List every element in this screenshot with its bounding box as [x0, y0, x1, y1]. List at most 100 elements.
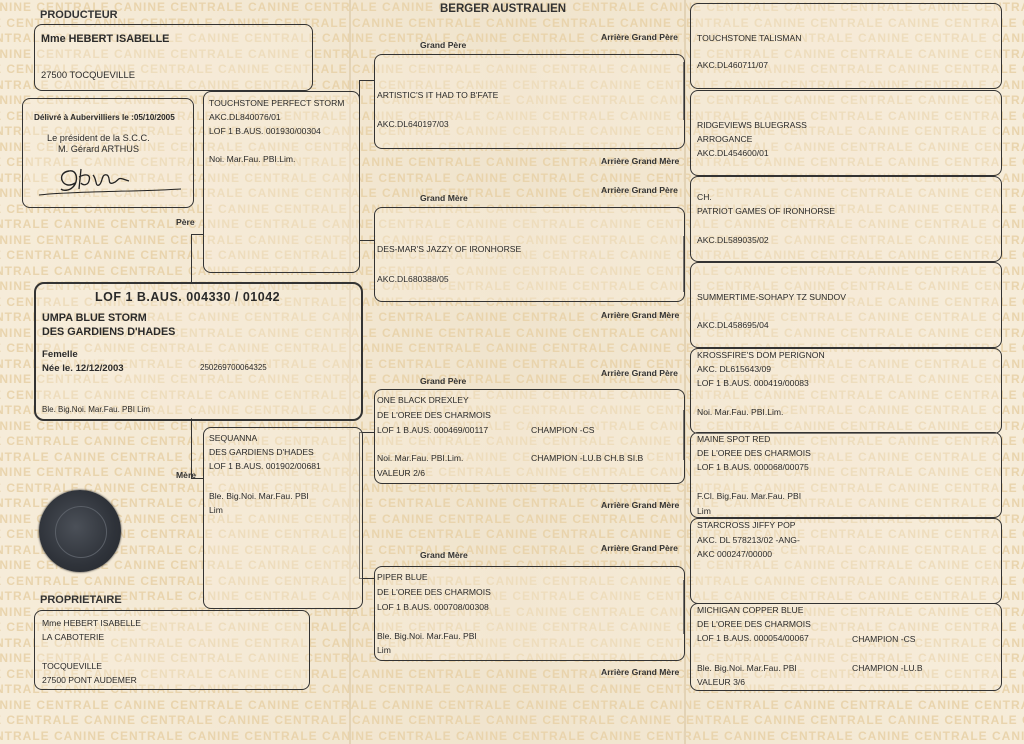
producer-address: 27500 TOCQUEVILLE [41, 69, 135, 80]
ggen-8-title2: CHAMPION -LU.B [852, 663, 923, 673]
owner-box: Mme HEBERT ISABELLE LA CABOTERIE TOCQUEV… [34, 610, 310, 690]
dam-reg: LOF 1 B.AUS. 001902/00681 [209, 461, 321, 471]
ggen-4-name: SUMMERTIME-SOHAPY TZ SUNDOV [697, 292, 846, 302]
owner-line2: LA CABOTERIE [42, 632, 105, 642]
owner-line1: Mme HEBERT ISABELLE [42, 618, 142, 628]
dog-birth: Née le. 12/12/2003 [42, 363, 124, 374]
grandmother-label: Grand Mère [420, 193, 468, 203]
watermark-row: CANINE CENTRALE CANINE CENTRALE CANINE C… [0, 713, 1024, 727]
ggen-5-color: Noi. Mar.Fau. PBI.Lim. [697, 407, 784, 417]
ggen-8-title1: CHAMPION -CS [852, 634, 916, 644]
ggm-label: Arrière Grand Mère [601, 310, 680, 320]
ggen-1-name: TOUCHSTONE TALISMAN [697, 33, 802, 43]
fold-line [349, 0, 351, 744]
producer-heading: PRODUCTEUR [40, 9, 118, 21]
connector [191, 234, 193, 282]
ggf-label: Arrière Grand Père [601, 543, 678, 553]
ggen-8-reg: LOF 1 B.AUS. 000054/00067 [697, 633, 809, 643]
issue-date: Délivré à Aubervilliers le :05/10/2005 [34, 113, 175, 122]
dam-sire-title2: CHAMPION -LU.B CH.B SI.B [531, 453, 644, 463]
ggen-box-8: MICHIGAN COPPER BLUE DE L'OREE DES CHARM… [690, 603, 1002, 691]
dam-sire-color: Noi. Mar.Fau. PBI.Lim. [377, 453, 464, 463]
ggen-8-name-line1: MICHIGAN COPPER BLUE [697, 605, 804, 615]
dam-sire-value: VALEUR 2/6 [377, 468, 426, 478]
ggen-6-name-line1: MAINE SPOT RED [697, 434, 771, 444]
connector [191, 418, 193, 478]
ggen-3-title: CH. [697, 192, 712, 202]
owner-line4: 27500 PONT AUDEMER [42, 675, 137, 685]
producer-name: Mme HEBERT ISABELLE [41, 33, 170, 45]
connector [359, 240, 374, 242]
dog-registration: LOF 1 B.AUS. 004330 / 01042 [95, 290, 281, 304]
ggen-box-6: MAINE SPOT RED DE L'OREE DES CHARMOIS LO… [690, 432, 1002, 518]
connector [683, 236, 685, 292]
dog-color: Ble. Big.Noi. Mar.Fau. PBI Lim [42, 405, 151, 414]
connector [191, 234, 203, 236]
ggf-label: Arrière Grand Père [601, 185, 678, 195]
ggen-5-reg-akc: AKC. DL615643/09 [697, 364, 772, 374]
dam-box: SEQUANNA DES GARDIENS D'HADES LOF 1 B.AU… [203, 427, 363, 609]
dam-sire-name-line2: DE L'OREE DES CHARMOIS [377, 410, 491, 420]
ggen-6-name-line2: DE L'OREE DES CHARMOIS [697, 448, 811, 458]
dam-dam-name-line1: PIPER BLUE [377, 572, 428, 582]
grandmother-label: Grand Mère [420, 550, 468, 560]
sire-sire-reg: AKC.DL640197/03 [377, 119, 449, 129]
ggen-5-name: KROSSFIRE'S DOM PERIGNON [697, 350, 825, 360]
dam-dam-box: PIPER BLUE DE L'OREE DES CHARMOIS LOF 1 … [374, 566, 685, 661]
dam-color-line1: Ble. Big.Noi. Mar.Fau. PBI [209, 491, 309, 501]
ggen-7-reg-akc2: AKC 000247/00000 [697, 549, 773, 559]
dam-sire-name-line1: ONE BLACK DREXLEY [377, 395, 469, 405]
ggen-box-3: CH. PATRIOT GAMES OF IRONHORSE AKC.DL589… [690, 176, 1002, 262]
ggf-label: Arrière Grand Père [601, 32, 678, 42]
ggen-8-value: VALEUR 3/6 [697, 677, 746, 687]
ggen-box-1: TOUCHSTONE TALISMAN AKC.DL460711/07 [690, 3, 1002, 89]
owner-line3: TOCQUEVILLE [42, 661, 103, 671]
dam-sire-box: ONE BLACK DREXLEY DE L'OREE DES CHARMOIS… [374, 389, 685, 484]
sire-box: TOUCHSTONE PERFECT STORM AKC.DL840076/01… [203, 91, 360, 273]
dog-chip: 250269700064325 [200, 363, 267, 372]
ggen-2-reg: AKC.DL454600/01 [697, 148, 769, 158]
ggen-box-5: KROSSFIRE'S DOM PERIGNON AKC. DL615643/0… [690, 348, 1002, 434]
dog-box: LOF 1 B.AUS. 004330 / 01042 UMPA BLUE ST… [34, 282, 363, 421]
connector [683, 410, 685, 460]
dam-sire-reg: LOF 1 B.AUS. 000469/00117 [377, 425, 489, 435]
ggen-3-reg: AKC.DL589035/02 [697, 235, 769, 245]
watermark-row: CANINE CENTRALE CANINE CENTRALE CANINE C… [0, 697, 1024, 712]
ggen-2-name-line2: ARROGANCE [697, 134, 753, 144]
ggm-label: Arrière Grand Mère [601, 500, 680, 510]
sire-color: Noi. Mar.Fau. PBI.Lim. [209, 154, 296, 164]
ggen-5-reg-lof: LOF 1 B.AUS. 000419/00083 [697, 378, 809, 388]
dam-name-line1: SEQUANNA [209, 433, 258, 443]
connector [683, 62, 685, 120]
ggen-8-name-line2: DE L'OREE DES CHARMOIS [697, 619, 811, 629]
sire-sire-name: ARTISTIC'S IT HAD TO B'FATE [377, 90, 499, 100]
dam-dam-color-line2: Lim [377, 645, 391, 655]
ggen-3-name: PATRIOT GAMES OF IRONHORSE [697, 206, 835, 216]
president-name: M. Gérard ARTHUS [58, 144, 140, 154]
connector [359, 432, 374, 434]
ggen-1-reg: AKC.DL460711/07 [697, 60, 769, 70]
dam-sire-title1: CHAMPION -CS [531, 425, 595, 435]
dog-sex: Femelle [42, 349, 78, 360]
ggen-6-color-line1: F.Cl. Big.Fau. Mar.Fau. PBI [697, 491, 802, 501]
ggen-4-reg: AKC.DL458695/04 [697, 320, 769, 330]
mother-label: Mère [176, 470, 197, 480]
connector [359, 578, 374, 580]
connector [359, 432, 361, 578]
sire-sire-box: ARTISTIC'S IT HAD TO B'FATE AKC.DL640197… [374, 54, 685, 149]
ggen-6-reg: LOF 1 B.AUS. 000068/00075 [697, 462, 809, 472]
father-label: Père [176, 217, 195, 227]
signature-icon [38, 168, 182, 196]
dog-name-line2: DES GARDIENS D'HADES [42, 326, 176, 338]
sire-reg-akc: AKC.DL840076/01 [209, 112, 281, 122]
sire-name: TOUCHSTONE PERFECT STORM [209, 98, 345, 108]
dam-dam-reg: LOF 1 B.AUS. 000708/00308 [377, 602, 489, 612]
ggen-box-2: RIDGEVIEWS BLUEGRASS ARROGANCE AKC.DL454… [690, 90, 1002, 176]
dam-name-line2: DES GARDIENS D'HADES [209, 447, 314, 457]
dam-dam-color-line1: Ble. Big.Noi. Mar.Fau. PBI [377, 631, 477, 641]
ggen-6-color-line2: Lim [697, 506, 711, 516]
ggen-7-name: STARCROSS JIFFY POP [697, 520, 796, 530]
grandfather-label: Grand Père [420, 376, 467, 386]
official-stamp-icon [39, 490, 121, 572]
